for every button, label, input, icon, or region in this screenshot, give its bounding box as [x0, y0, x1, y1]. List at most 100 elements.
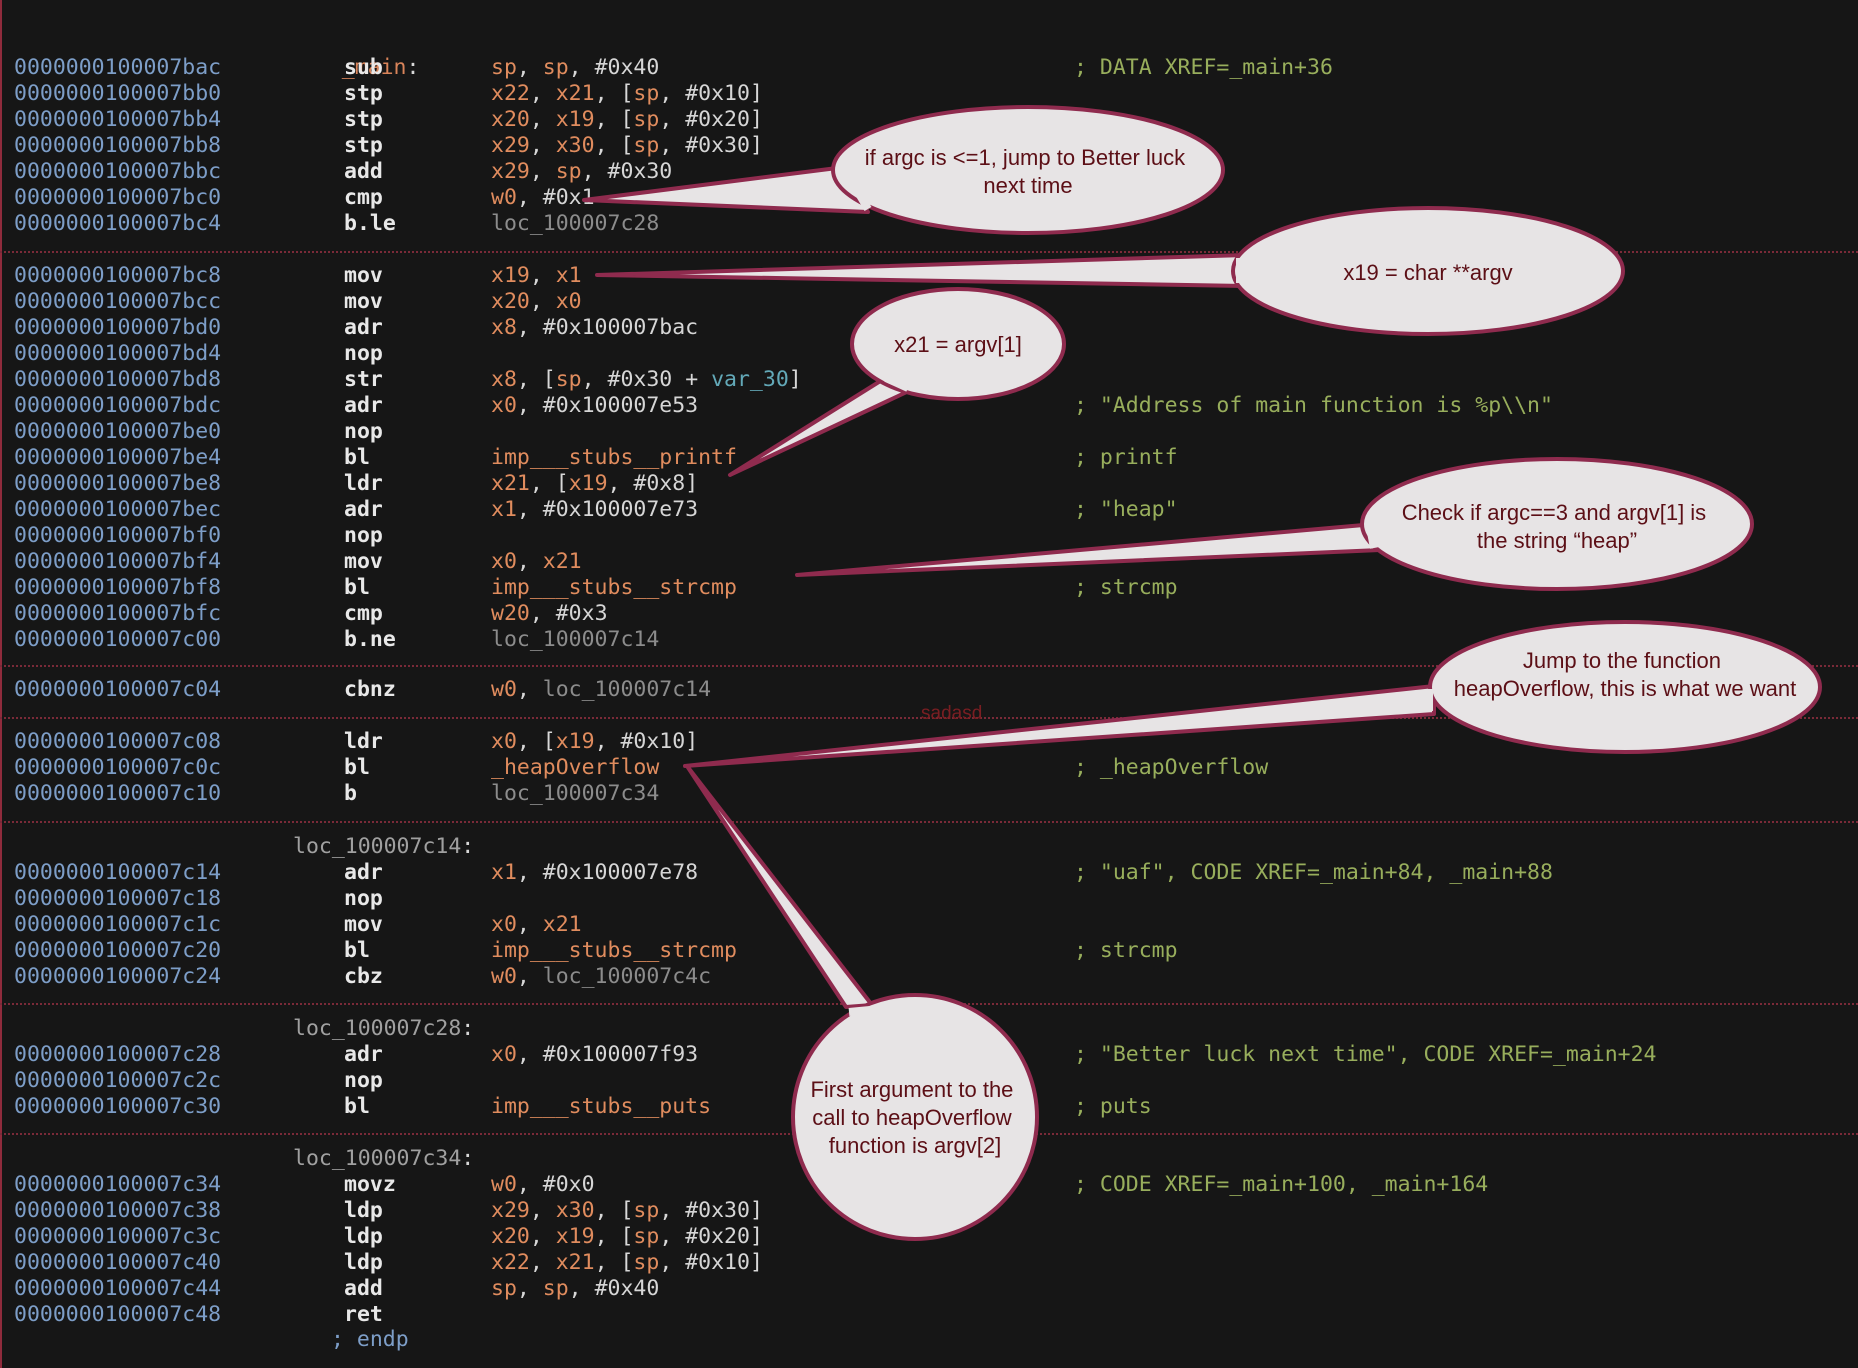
instruction-address[interactable]: 0000000100007c30: [14, 1094, 222, 1119]
instruction-address[interactable]: 0000000100007c2c: [14, 1068, 222, 1093]
instruction-address[interactable]: 0000000100007c44: [14, 1276, 222, 1301]
instruction-row[interactable]: 0000000100007bf0 nop: [0, 523, 1858, 549]
instruction-address[interactable]: 0000000100007c28: [14, 1042, 222, 1067]
instruction-address[interactable]: 0000000100007bf4: [14, 549, 222, 574]
instruction-address[interactable]: 0000000100007bc0: [14, 185, 222, 210]
block-label[interactable]: loc_100007c14:: [293, 834, 475, 859]
instruction-address[interactable]: 0000000100007c48: [14, 1302, 222, 1327]
instruction-address[interactable]: 0000000100007bec: [14, 497, 222, 522]
instruction-address[interactable]: 0000000100007bfc: [14, 601, 222, 626]
instruction-address[interactable]: 0000000100007bb0: [14, 81, 222, 106]
instruction-address[interactable]: 0000000100007c14: [14, 860, 222, 885]
instruction-address[interactable]: 0000000100007c04: [14, 677, 222, 702]
instruction-address[interactable]: 0000000100007c40: [14, 1250, 222, 1275]
instruction-mnemonic: nop: [344, 523, 383, 548]
instruction-address[interactable]: 0000000100007c34: [14, 1172, 222, 1197]
operand-branch-target[interactable]: loc_100007c34: [491, 781, 660, 806]
instruction-address[interactable]: 0000000100007bf8: [14, 575, 222, 600]
instruction-address[interactable]: 0000000100007bb8: [14, 133, 222, 158]
operand-function[interactable]: imp___stubs__puts: [491, 1094, 712, 1119]
instruction-address[interactable]: 0000000100007bd0: [14, 315, 222, 340]
callout-x21-argv1: x21 = argv[1]: [728, 287, 1066, 477]
instruction-address[interactable]: 0000000100007c20: [14, 938, 222, 963]
instruction-address[interactable]: 0000000100007c38: [14, 1198, 222, 1223]
instruction-address[interactable]: 0000000100007bd8: [14, 367, 222, 392]
operand-function[interactable]: imp___stubs__printf: [491, 445, 737, 470]
operand-branch-target[interactable]: loc_100007c28: [491, 211, 660, 236]
operand-function[interactable]: imp___stubs__strcmp: [491, 938, 737, 963]
instruction-address[interactable]: 0000000100007c3c: [14, 1224, 222, 1249]
operand-function[interactable]: _heapOverflow: [491, 755, 660, 780]
instruction-row[interactable]: 0000000100007c18 nop: [0, 886, 1858, 912]
instruction-address[interactable]: 0000000100007bcc: [14, 289, 222, 314]
instruction-address[interactable]: 0000000100007bc4: [14, 211, 222, 236]
instruction-mnemonic: nop: [344, 886, 383, 911]
callout-first-argument-line-1: First argument to the: [810, 1077, 1013, 1102]
instruction-address[interactable]: 0000000100007c18: [14, 886, 222, 911]
instruction-address[interactable]: 0000000100007bd4: [14, 341, 222, 366]
instruction-address[interactable]: 0000000100007c08: [14, 729, 222, 754]
instruction-address[interactable]: 0000000100007c00: [14, 627, 222, 652]
operand-branch-target[interactable]: loc_100007c14: [491, 627, 660, 652]
instruction-address[interactable]: 0000000100007c1c: [14, 912, 222, 937]
instruction-address[interactable]: 0000000100007c24: [14, 964, 222, 989]
instruction-address[interactable]: 0000000100007bc8: [14, 263, 222, 288]
instruction-address[interactable]: 0000000100007be0: [14, 419, 222, 444]
function-label[interactable]: _main:: [341, 55, 420, 80]
callout-heap-check-bubble: [1360, 457, 1754, 591]
instruction-address[interactable]: 0000000100007bf0: [14, 523, 222, 548]
instruction-address[interactable]: 0000000100007bac: [14, 55, 222, 80]
instruction-address[interactable]: 0000000100007bdc: [14, 393, 222, 418]
instruction-address[interactable]: 0000000100007be4: [14, 445, 222, 470]
block-label[interactable]: loc_100007c28:: [293, 1016, 475, 1041]
block-label[interactable]: loc_100007c34:: [293, 1146, 475, 1171]
operand-branch-target[interactable]: loc_100007c14: [542, 677, 712, 702]
instruction-address[interactable]: 0000000100007c0c: [14, 755, 222, 780]
instruction-address[interactable]: 0000000100007be8: [14, 471, 222, 496]
instruction-address[interactable]: 0000000100007bb4: [14, 107, 222, 132]
operand-punctuation: , [: [594, 1224, 634, 1249]
operand-branch-target[interactable]: loc_100007c4c: [542, 964, 712, 989]
operand-function[interactable]: imp___stubs__strcmp: [491, 575, 737, 600]
instruction-address[interactable]: 0000000100007c10: [14, 781, 222, 806]
instruction-address[interactable]: 0000000100007bbc: [14, 159, 222, 184]
